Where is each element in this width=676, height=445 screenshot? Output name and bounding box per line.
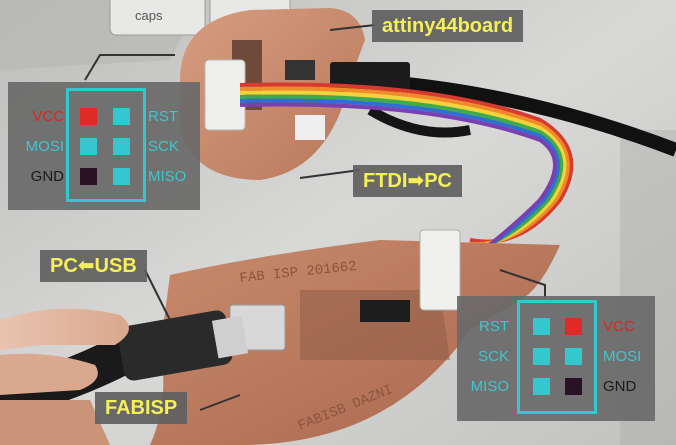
pin-label-vcc: VCC [603, 318, 635, 335]
pin-rst [113, 108, 130, 125]
pin-gnd [80, 168, 97, 185]
pin-mosi [565, 348, 582, 365]
label-ftdi-pc: FTDI➡PC [353, 165, 462, 197]
pin-mosi [80, 138, 97, 155]
pin-label-sck: SCK [148, 138, 179, 155]
ribbon-cable [239, 82, 574, 262]
pin-label-mosi: MOSI [603, 348, 642, 365]
pin-label-sck: SCK [478, 348, 509, 365]
caps-key-label: caps [135, 8, 163, 23]
label-pc-usb: PC⬅USB [40, 250, 147, 282]
hand [0, 308, 129, 445]
label-fabisp: FABISP [95, 392, 188, 424]
pin-sck [533, 348, 550, 365]
pin-label-rst: RST [148, 108, 178, 125]
pin-label-miso: MISO [148, 168, 187, 185]
pin-label-miso: MISO [470, 378, 509, 395]
pin-rst [533, 318, 550, 335]
pin-label-mosi: MOSI [25, 138, 64, 155]
pinout-panel-right: RST VCC SCK MOSI MISO GND [457, 296, 655, 421]
pin-gnd [565, 378, 582, 395]
pin-sck [113, 138, 130, 155]
label-attiny44board: attiny44board [372, 10, 524, 42]
pin-header-frame [517, 300, 597, 414]
pin-label-gnd: GND [603, 378, 637, 395]
fabisp-board: FAB ISP 201662 FABISB DAZNI [150, 229, 560, 445]
pin-label-rst: RST [479, 318, 509, 335]
pin-label-vcc: VCC [32, 108, 64, 125]
pin-miso [113, 168, 130, 185]
pin-label-gnd: GND [30, 168, 64, 185]
pinout-panel-left: VCC RST MOSI SCK GND MISO [8, 82, 200, 210]
pin-vcc [565, 318, 582, 335]
pin-miso [533, 378, 550, 395]
pin-header-frame [66, 88, 146, 202]
pin-vcc [80, 108, 97, 125]
